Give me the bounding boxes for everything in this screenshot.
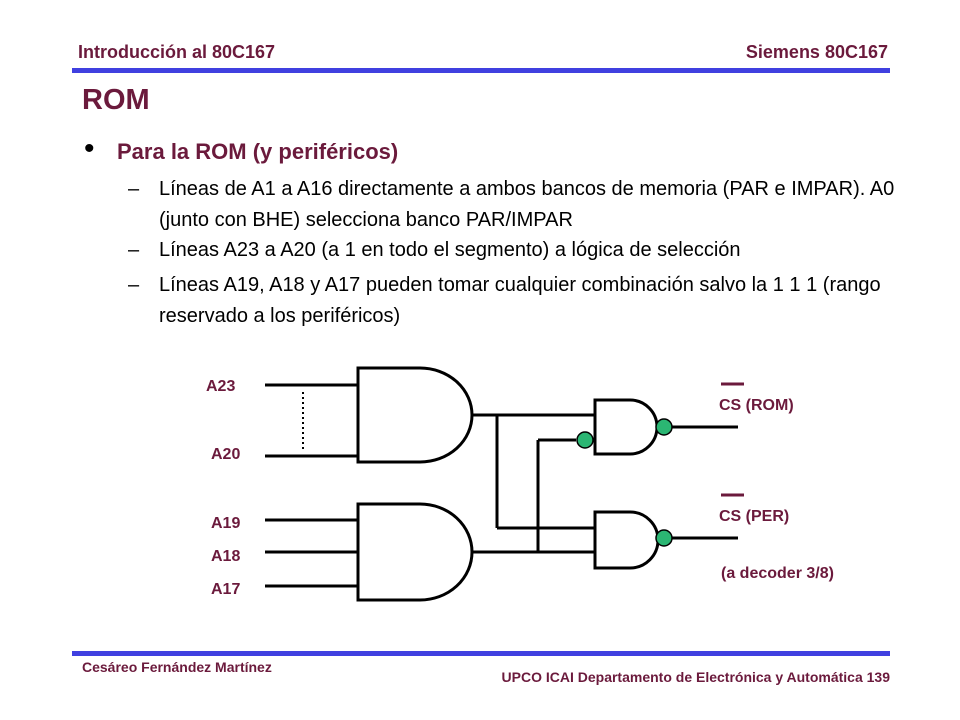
decoder-note: (a decoder 3/8) [721, 565, 834, 582]
and-gate-upper [356, 366, 474, 464]
nand-gate-per [593, 510, 660, 570]
output-label-cs-rom: CS (ROM) [719, 397, 794, 414]
inverter-bubble-per [655, 529, 673, 547]
output-wires [672, 425, 738, 540]
dash-icon: – [128, 274, 140, 296]
header-divider [72, 68, 890, 73]
input-label-a23: A23 [206, 378, 235, 395]
output-label-cs-per: CS (PER) [719, 508, 789, 525]
input-label-a19: A19 [211, 515, 240, 532]
header-device-title: Siemens 80C167 [745, 42, 888, 62]
sub-item-text: Líneas A23 a A20 (a 1 en todo el segment… [159, 239, 741, 261]
input-label-a18: A18 [211, 548, 240, 565]
footer-author: Cesáreo Fernández Martínez [82, 659, 272, 675]
input-label-a17: A17 [211, 581, 240, 598]
nand-gate-rom [593, 398, 659, 456]
sub-item-text: Líneas A19, A18 y A17 pueden tomar cualq… [159, 274, 881, 327]
interconnect-wires [472, 413, 595, 554]
inverter-bubble-rom [655, 418, 673, 436]
sub-item-text: Líneas de A1 a A16 directamente a ambos … [159, 178, 895, 231]
header-course-title: Introducción al 80C167 [78, 42, 276, 62]
footer-institution: UPCO ICAI Departamento de Electrónica y … [501, 669, 890, 685]
input-wires [265, 383, 358, 588]
bullet-text: Para la ROM (y periféricos) [117, 139, 399, 164]
inverter-bubble-input [576, 431, 594, 449]
bullet-icon: • [84, 132, 95, 165]
dash-icon: – [128, 178, 140, 200]
slide-title: ROM [82, 84, 150, 116]
dash-icon: – [128, 239, 140, 261]
and-gate-lower [356, 502, 474, 602]
footer-divider [72, 651, 890, 656]
input-label-a20: A20 [211, 446, 240, 463]
